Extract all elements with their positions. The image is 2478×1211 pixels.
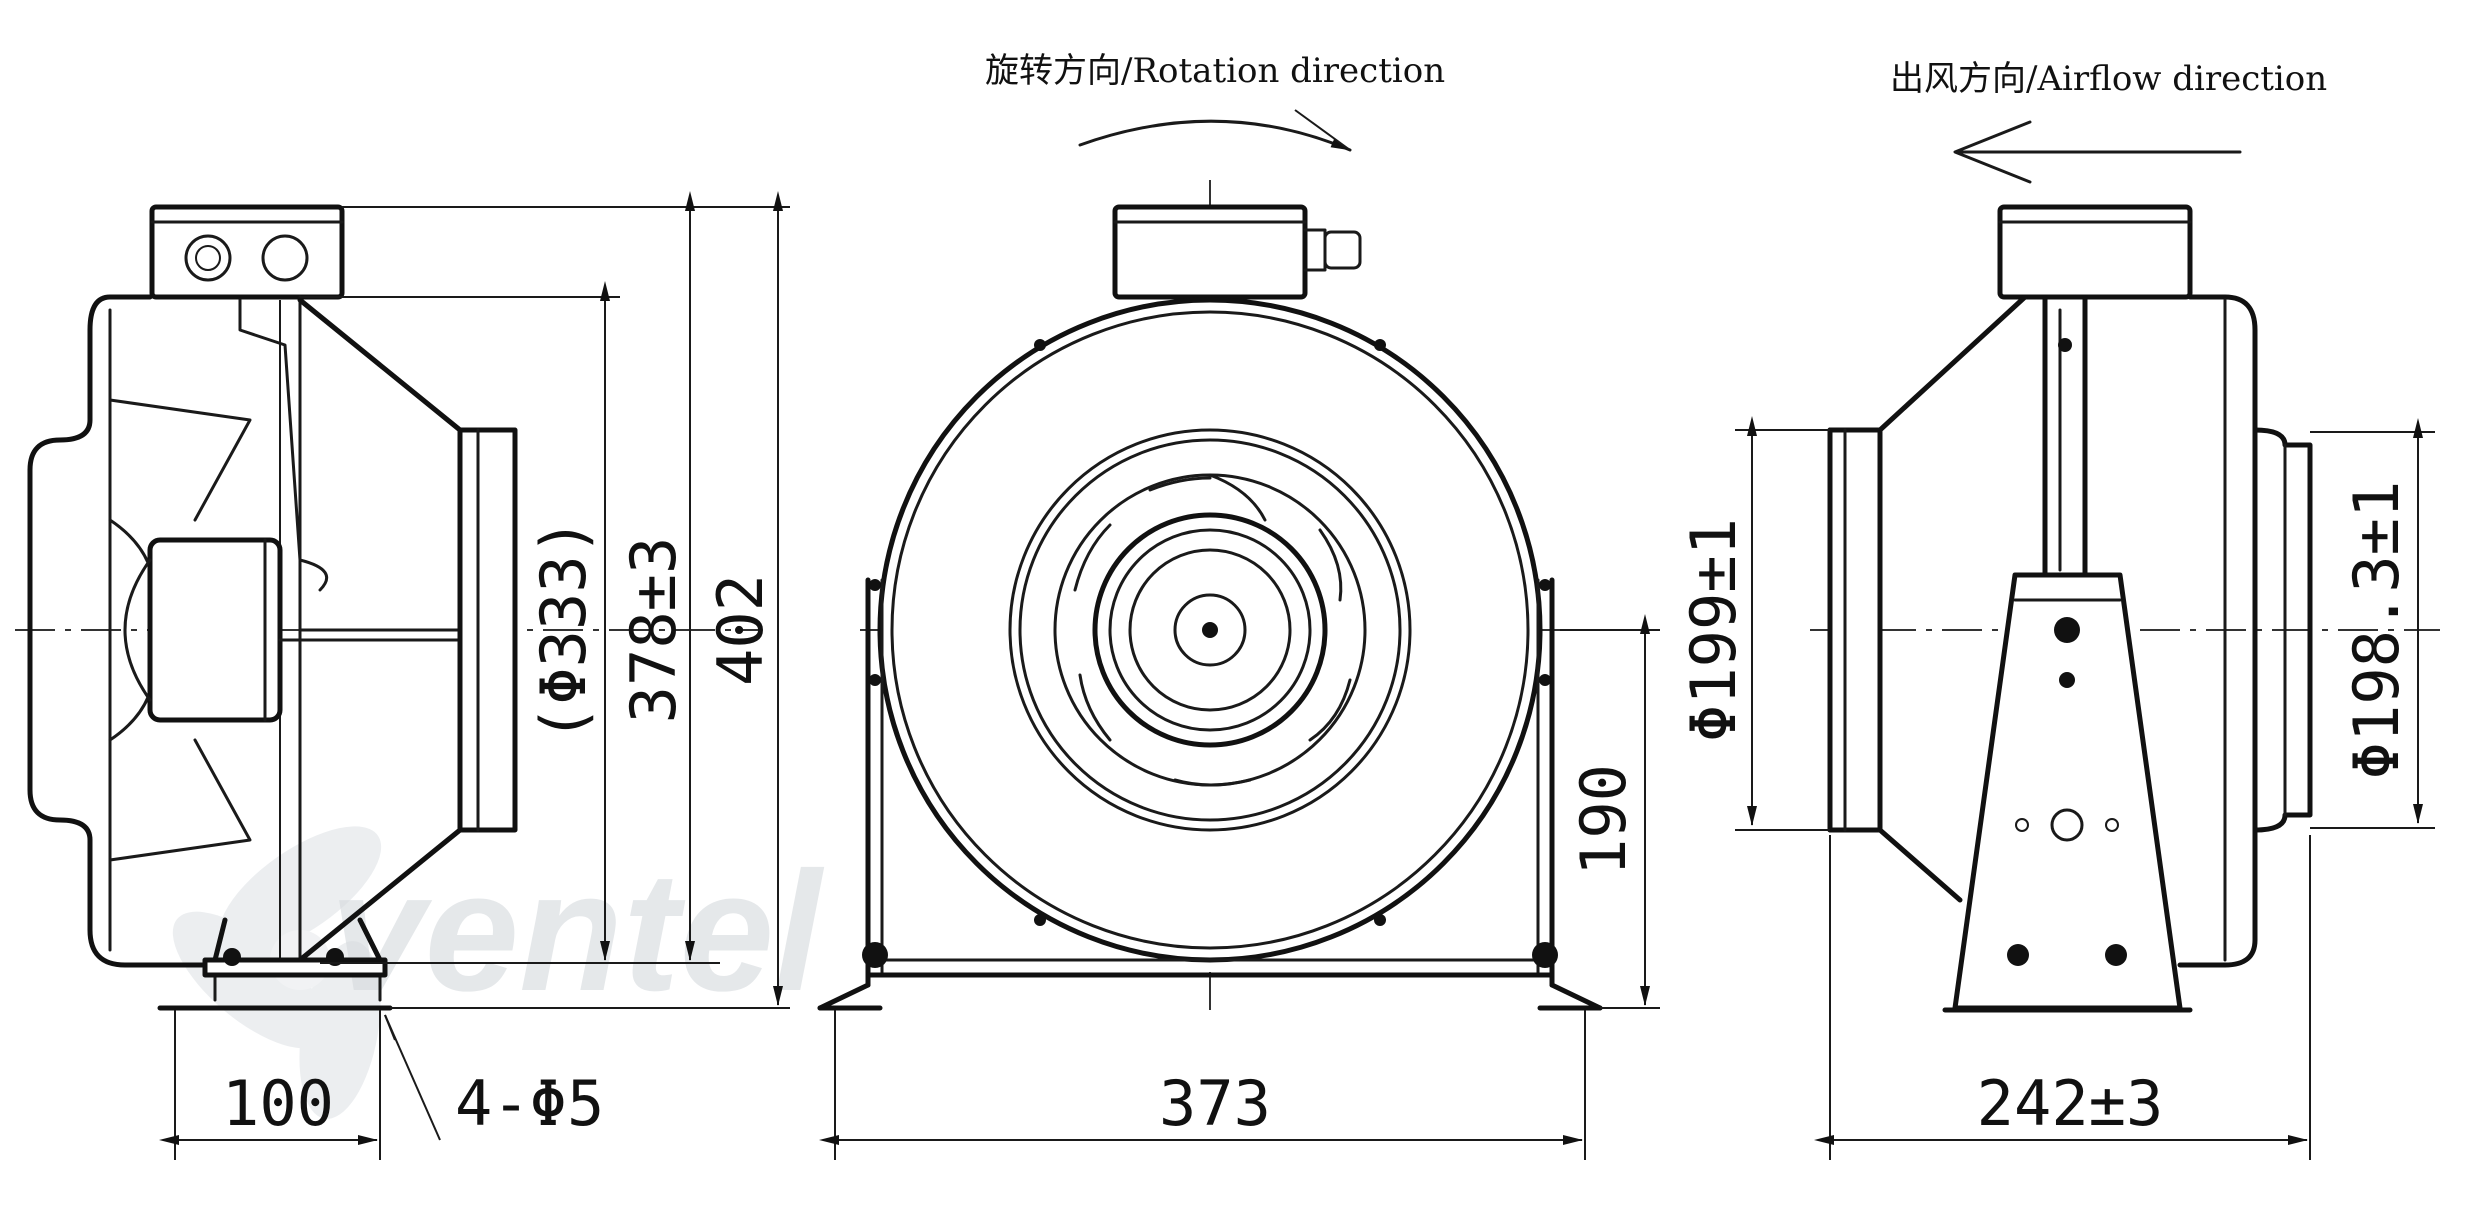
dim-front-width: 373 — [1159, 1067, 1271, 1140]
rotation-direction-label: 旋转方向/Rotation direction — [985, 51, 1445, 91]
back-view: 出风方向/Airflow direction — [1677, 59, 2440, 1160]
cable-gland — [184, 234, 232, 282]
watermark-text: ventel — [330, 837, 825, 1027]
rotation-arrow — [1078, 119, 1352, 152]
front-view: 旋转方向/Rotation direction — [817, 51, 1660, 1160]
dim-back-width: 242±3 — [1977, 1067, 2164, 1140]
front-terminal-box — [1112, 204, 1308, 300]
side-view: (Φ333) 378±3 402 100 4-Φ5 — [15, 191, 790, 1160]
dim-front-axis-height: 190 — [1567, 764, 1640, 876]
dim-side-height-mid: 378±3 — [617, 537, 690, 724]
outlet-ring — [457, 427, 518, 833]
airflow-direction-label: 出风方向/Airflow direction — [1890, 59, 2327, 99]
front-bracket — [817, 577, 1603, 1011]
dim-side-inner-dia: (Φ333) — [527, 518, 600, 742]
cable-gland-plug — [261, 234, 309, 282]
dim-back-inlet-dia: Φ199±1 — [1677, 518, 1750, 742]
back-inlet-ring — [1827, 427, 1883, 833]
terminal-box — [149, 204, 345, 300]
dim-back-outlet-dia: Φ198.3±1 — [2340, 481, 2413, 780]
dim-mount-holes: 4-Φ5 — [455, 1067, 604, 1140]
front-impeller — [1073, 473, 1352, 787]
dim-side-base-width: 100 — [222, 1067, 334, 1140]
dim-side-total-height: 402 — [704, 574, 777, 686]
back-terminal-box — [1997, 204, 2193, 300]
motor-body — [147, 537, 283, 723]
